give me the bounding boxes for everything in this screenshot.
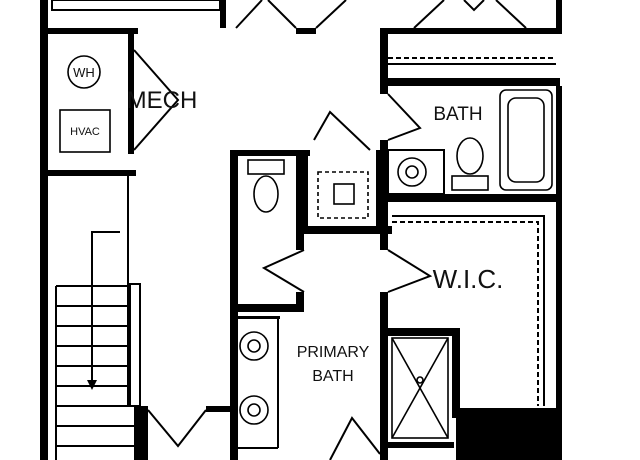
wall-stair-right: [134, 406, 148, 460]
wall-closet-top-frame: [220, 0, 226, 28]
top-door-swing-3: [315, 0, 347, 29]
wall-toilet-right-lower: [296, 292, 304, 312]
toilet-bowl-icon: [253, 175, 279, 213]
wall-left-exterior: [40, 0, 48, 460]
top-door-swing-right: [267, 0, 297, 29]
fixtures: [59, 55, 553, 439]
wall-vanity-top: [236, 316, 280, 319]
hvac-unit: [59, 109, 111, 153]
doors: [133, 0, 527, 460]
shower-room-door: [313, 110, 371, 151]
wall-top-frame-right: [556, 0, 562, 34]
vanity-sink-1-icon: [239, 331, 269, 361]
closet-door-right: [495, 0, 527, 29]
shower-tray: [317, 171, 369, 219]
wall-shower-bottom: [302, 226, 392, 234]
stair-arrow-line: [91, 231, 120, 384]
wall-toilet-room-top: [230, 150, 310, 156]
vanity-sink-1-drain: [247, 339, 261, 353]
bath-vanity-counter: [387, 149, 445, 195]
wic-shelf: [392, 221, 539, 406]
walls: [40, 0, 562, 460]
closet-door-left: [413, 0, 445, 29]
wall-toilet-room-right: [296, 150, 304, 250]
label-primary-bath-line1: PRIMARY: [297, 344, 370, 361]
bath-door-swing: [387, 93, 422, 141]
wall-top-right: [380, 28, 560, 34]
wic-shelf-inner: [392, 215, 545, 406]
solid-block: [456, 408, 562, 460]
shower-stall-diag-2: [391, 337, 449, 439]
top-door-swing-left: [235, 0, 263, 29]
label-primary-bath-line2: BATH: [312, 368, 353, 385]
wall-stall-top: [384, 328, 456, 336]
bathtub-icon: [499, 89, 553, 191]
vanity-sink-2-drain: [247, 403, 261, 417]
wall-toilet-room-bottom: [236, 304, 302, 312]
wall-primary-bath-entry: [206, 406, 236, 412]
shower-stall-icon: [391, 337, 449, 439]
stair-arrow-head: [87, 380, 97, 390]
closet-top-left: [51, 0, 221, 11]
bathtub-basin: [507, 97, 545, 183]
wall-mech-right-upper: [128, 34, 134, 154]
bath-sink-drain: [405, 165, 419, 179]
wall-bath-bottom: [384, 194, 560, 202]
closet-door-mid: [463, 0, 485, 12]
shower-drain-icon: [416, 376, 424, 384]
toilet-door: [261, 249, 305, 293]
toilet-tank-icon: [247, 159, 285, 175]
wall-center-lower: [380, 292, 388, 460]
label-wic: W.I.C.: [433, 264, 504, 294]
wall-toilet-room-left: [230, 150, 238, 460]
bath-toilet-tank: [451, 175, 489, 191]
wall-top-left: [48, 28, 138, 34]
wall-shower-left: [302, 150, 308, 230]
wall-stall-bottom: [384, 442, 454, 448]
wall-top-middle: [296, 28, 316, 34]
wic-door: [387, 249, 433, 293]
label-mech: MECH: [127, 87, 198, 114]
label-water-heater: WH: [73, 65, 95, 80]
vanity-sink-2-icon: [239, 395, 269, 425]
wall-stall-right: [452, 328, 460, 418]
stair-rail: [129, 283, 141, 407]
wall-closet-bottom: [384, 78, 560, 86]
bottom-door: [329, 416, 381, 460]
bath-sink-icon: [397, 157, 427, 187]
label-hvac: HVAC: [70, 126, 100, 138]
bath-toilet-icon: [456, 137, 484, 175]
wall-mech-bottom: [48, 170, 136, 176]
mech-door-swing: [133, 49, 180, 151]
label-bath: BATH: [433, 104, 482, 125]
wall-right-exterior: [556, 86, 562, 416]
thin-lines: [51, 0, 556, 460]
primary-bath-door: [147, 409, 207, 448]
wall-center-upper: [380, 34, 388, 94]
shower-seat: [333, 183, 355, 205]
water-heater-icon: [67, 55, 101, 89]
